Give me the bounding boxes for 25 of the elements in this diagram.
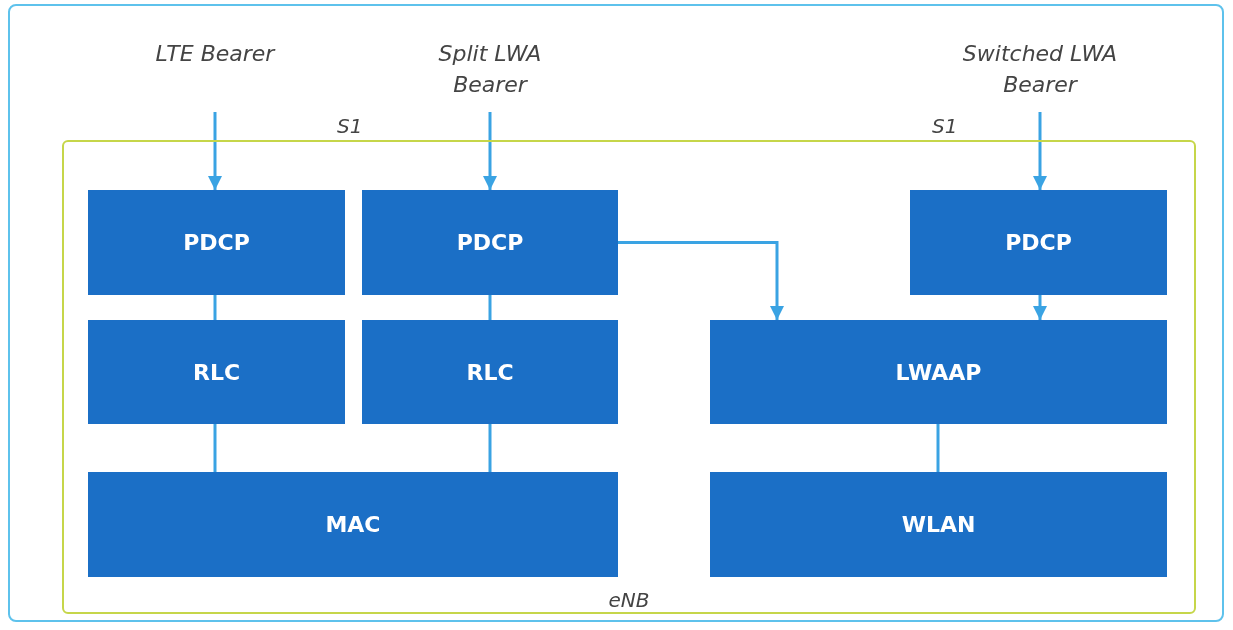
layer-box: LWAAP <box>710 320 1167 424</box>
connector-line <box>213 424 217 472</box>
layer-box: PDCP <box>88 190 345 295</box>
layer-box: RLC <box>88 320 345 424</box>
arrow <box>1033 295 1047 320</box>
layer-box: PDCP <box>362 190 618 295</box>
interface-label: S1 <box>932 114 958 138</box>
arrow <box>208 112 222 190</box>
layer-box: PDCP <box>910 190 1167 295</box>
layer-box: WLAN <box>710 472 1167 577</box>
layer-box: RLC <box>362 320 618 424</box>
connector-line <box>488 295 492 320</box>
container-label: eNB <box>607 588 651 612</box>
bearer-label: Split LWA Bearer <box>405 38 575 112</box>
arrow <box>483 112 497 190</box>
connector-line <box>488 424 492 472</box>
interface-label: S1 <box>337 114 363 138</box>
arrow <box>618 241 784 320</box>
connector-line <box>213 295 217 320</box>
arrow <box>1033 112 1047 190</box>
bearer-label: Switched LWA Bearer <box>940 38 1140 112</box>
enb-container <box>62 140 1196 614</box>
connector-line <box>936 424 940 472</box>
layer-box: MAC <box>88 472 618 577</box>
bearer-label: LTE Bearer <box>150 38 280 112</box>
